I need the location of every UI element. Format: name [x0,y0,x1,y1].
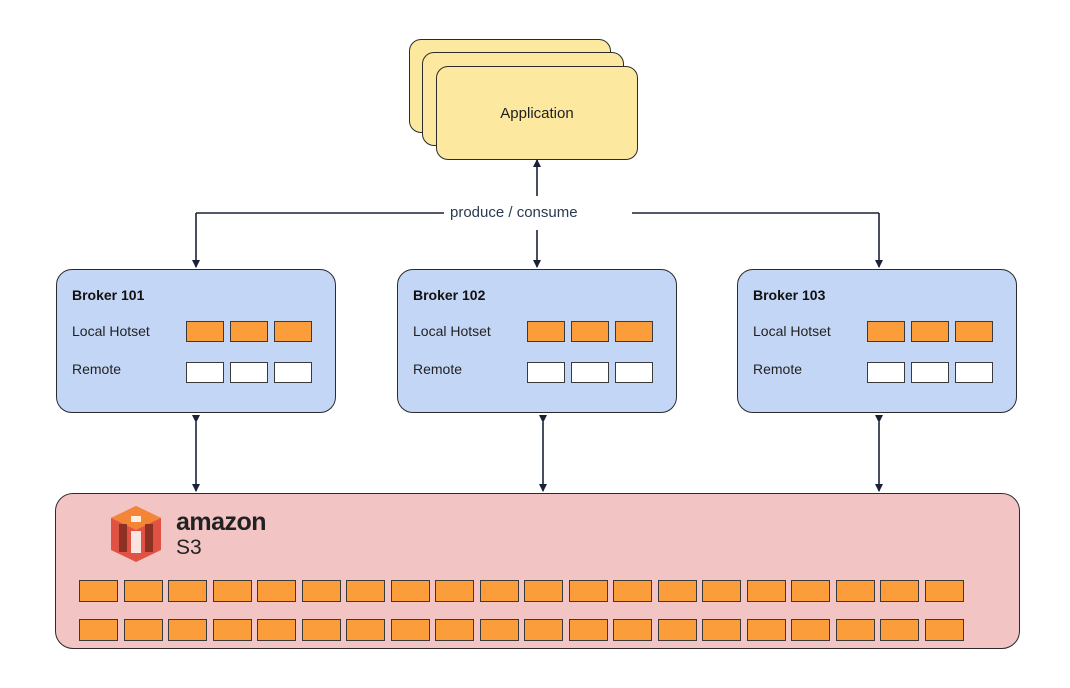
local-hotset-label: Local Hotset [753,323,831,339]
s3-segment [791,580,830,602]
s3-segment [435,580,474,602]
s3-segment [479,619,519,641]
broker-title: Broker 103 [753,287,826,303]
local-segment [911,321,949,342]
broker-title: Broker 101 [72,287,145,303]
application-label: Application [500,104,574,122]
s3-segment [880,580,919,602]
s3-segment [301,619,341,641]
s3-segment [702,580,741,602]
s3-segment [301,580,341,602]
broker-103: Broker 103 Local Hotset Remote [737,269,1017,413]
s3-wordmark: S3 [176,536,202,559]
local-segment [274,321,312,342]
remote-segment [867,362,905,383]
s3-segment [880,619,919,641]
s3-segment [346,580,385,602]
s3-segment [168,619,207,641]
s3-segment [257,619,296,641]
s3-segment [123,619,163,641]
local-segment [186,321,224,342]
s3-segment [435,619,474,641]
s3-segment [613,580,652,602]
remote-segment [955,362,993,383]
local-segment [571,321,609,342]
broker-101: Broker 101 Local Hotset Remote [56,269,336,413]
application-card: Application [436,66,638,160]
s3-segment [390,619,430,641]
s3-segment [835,619,875,641]
s3-segment [924,619,964,641]
local-segment [615,321,653,342]
s3-segment [568,580,608,602]
s3-segment [79,580,118,602]
remote-segment [615,362,653,383]
remote-segment [186,362,224,383]
s3-segment [613,619,652,641]
s3-segment [657,619,697,641]
s3-segment [212,580,252,602]
local-segment [867,321,905,342]
s3-segment [524,580,563,602]
s3-storage: amazon S3 [55,493,1020,649]
s3-segment [791,619,830,641]
produce-consume-label: produce / consume [446,204,582,221]
remote-label: Remote [72,361,122,377]
s3-segment [212,619,252,641]
remote-segment [230,362,268,383]
remote-segment [527,362,565,383]
remote-label: Remote [413,361,463,377]
remote-segment [571,362,609,383]
local-segment [955,321,993,342]
local-segment [527,321,565,342]
s3-segment [479,580,519,602]
remote-segment [274,362,312,383]
local-hotset-label: Local Hotset [413,323,491,339]
amazon-s3-bucket-icon [111,506,161,562]
s3-segment [568,619,608,641]
amazon-wordmark: amazon [176,508,267,536]
broker-title: Broker 102 [413,287,486,303]
remote-segment [911,362,949,383]
s3-segment [257,580,296,602]
s3-segment [746,619,786,641]
s3-segment [657,580,697,602]
remote-label: Remote [753,361,803,377]
local-segment [230,321,268,342]
s3-segment [702,619,741,641]
s3-segment [168,580,207,602]
broker-102: Broker 102 Local Hotset Remote [397,269,677,413]
s3-segment [524,619,563,641]
s3-segment [390,580,430,602]
s3-segment [746,580,786,602]
s3-segment [835,580,875,602]
s3-segment [346,619,385,641]
local-hotset-label: Local Hotset [72,323,150,339]
s3-segment [123,580,163,602]
s3-segment [924,580,964,602]
s3-segment [79,619,118,641]
